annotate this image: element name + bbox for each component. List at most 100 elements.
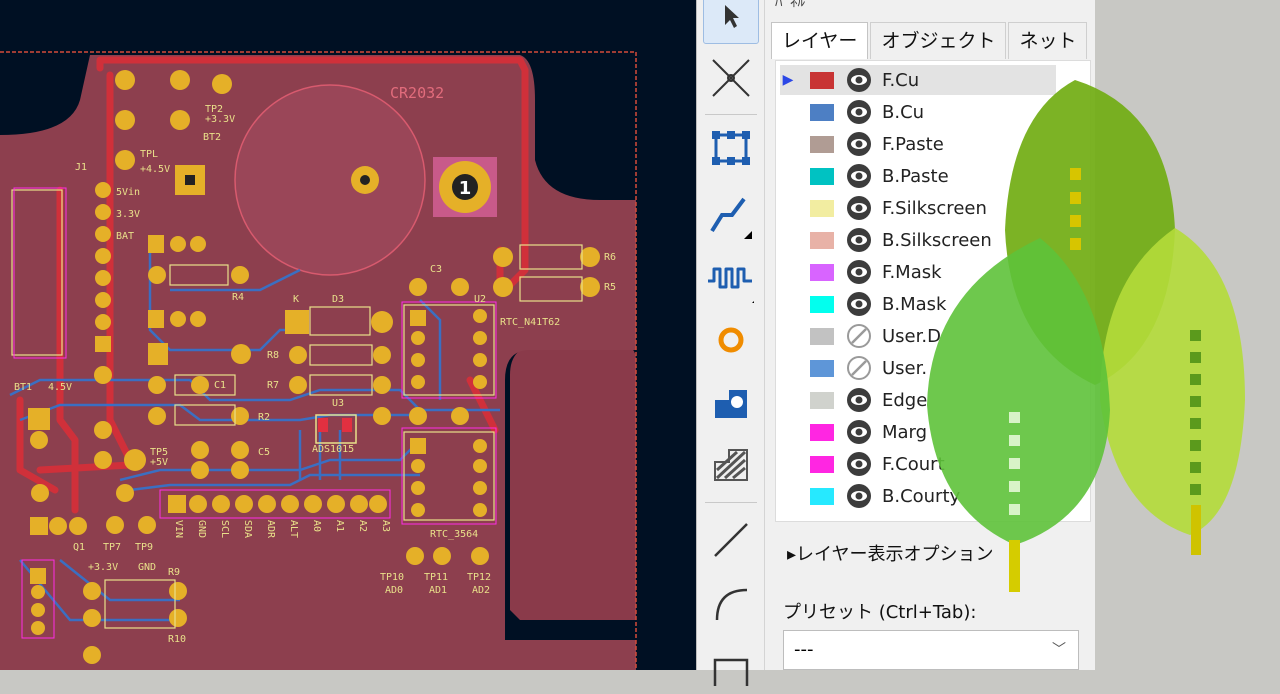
layer-name: F.Cu [882,69,920,91]
pcb-board-drawing[interactable]: CR2032 1 [0,0,696,670]
layer-name: B.Paste [882,165,949,187]
add-footprint-icon[interactable] [703,120,759,176]
chevron-down-icon: ﹀ [1052,642,1066,658]
local-ratsnest-icon[interactable] [703,50,759,106]
header-pin-label: SDA [242,520,253,538]
panel-title: ﾊﾟﾈﾙ [775,0,806,10]
select-arrow-icon[interactable] [703,0,759,44]
layer-color-swatch[interactable] [810,263,834,281]
draw-line-icon[interactable] [703,512,759,568]
layer-color-swatch[interactable] [810,135,834,153]
ad2-label: AD2 [472,585,490,596]
r9-label: R9 [168,567,180,578]
layer-color-swatch[interactable] [810,199,834,217]
layer-color-swatch[interactable] [810,423,834,441]
layer-display-options-toggle[interactable]: ▸レイヤー表示オプション [787,544,994,565]
preset-select[interactable]: --- ﹀ [783,630,1079,670]
layer-row[interactable]: User. [780,353,1056,383]
layer-row[interactable]: ▶F.Cu [780,65,1056,95]
tab-objects[interactable]: オブジェクト [870,22,1007,59]
layer-row[interactable]: B.Courty [780,481,1056,511]
eye-icon[interactable] [846,227,872,253]
layer-color-swatch[interactable] [810,103,834,121]
add-rule-area-icon[interactable] [703,436,759,492]
layer-color-swatch[interactable] [810,359,834,377]
layer-name: User.D [882,325,941,347]
k-label: K [293,294,299,305]
panel-tabs: レイヤー オブジェクト ネット [771,22,1089,60]
layer-row[interactable]: F.Silkscreen [780,193,1056,223]
eye-icon[interactable] [846,163,872,189]
layer-color-swatch[interactable] [810,487,834,505]
layer-color-swatch[interactable] [810,167,834,185]
pcb-canvas[interactable]: CR2032 1 [0,0,696,670]
tab-nets[interactable]: ネット [1008,22,1088,59]
draw-arc-icon[interactable] [703,576,759,632]
layer-color-swatch[interactable] [810,455,834,473]
layer-row[interactable]: Edge [780,385,1056,415]
layer-row[interactable]: B.Paste [780,161,1056,191]
tune-length-icon[interactable] [703,250,759,306]
eye-icon[interactable] [846,419,872,445]
header-pin-label: VIN [173,520,184,538]
c3-label: C3 [430,264,442,275]
tab-layers[interactable]: レイヤー [771,22,869,59]
layer-row[interactable]: F.Paste [780,129,1056,159]
preset-value: --- [794,639,814,660]
rtc2-label: RTC_3564 [430,529,478,540]
eye-icon[interactable] [846,131,872,157]
layer-display-options-label: レイヤー表示オプション [796,544,994,565]
eye-icon[interactable] [846,291,872,317]
layer-color-swatch[interactable] [810,327,834,345]
cr2032-label: CR2032 [390,84,444,102]
layer-row[interactable]: User.D [780,321,1056,351]
layer-color-swatch[interactable] [810,391,834,409]
r2-label: R2 [258,412,270,423]
layer-name: Marg [882,421,928,443]
bat-label: BAT [116,231,134,242]
rtc1-label: RTC_N41T62 [500,317,560,328]
eye-icon[interactable] [846,195,872,221]
layer-color-swatch[interactable] [810,295,834,313]
layer-color-swatch[interactable] [810,71,834,89]
eye-icon[interactable] [846,387,872,413]
draw-rectangle-icon[interactable] [703,638,759,694]
add-via-icon[interactable] [703,312,759,368]
header-pin-label: ADR [265,520,276,539]
layer-row[interactable]: F.Court [780,449,1056,479]
layer-name: F.Silkscreen [882,197,987,219]
eye-icon[interactable] [846,259,872,285]
layer-name: F.Mask [882,261,942,283]
preset-label: プリセット (Ctrl+Tab): [783,602,977,623]
route-track-icon[interactable] [703,186,759,242]
layer-row[interactable]: B.Mask [780,289,1056,319]
layer-color-swatch[interactable] [810,231,834,249]
eye-icon[interactable] [846,99,872,125]
eye-icon[interactable] [846,67,872,93]
tp12-label: TP12 [467,572,491,583]
tp2-voltage: +3.3V [205,114,235,125]
header-pin-label: A1 [334,520,345,532]
eye-icon[interactable] [846,483,872,509]
header-pin-label: SCL [219,520,230,538]
d3-label: D3 [332,294,344,305]
layer-name: B.Courty [882,485,961,507]
header-pin-label: A2 [357,520,368,532]
tp2-label: TP2 [205,104,223,115]
eye-off-icon[interactable] [846,355,872,381]
eye-icon[interactable] [846,451,872,477]
bt1-label: BT1 [14,382,32,393]
eye-off-icon[interactable] [846,323,872,349]
layer-row[interactable]: F.Mask [780,257,1056,287]
ads-label: ADS1015 [312,444,354,455]
layer-row[interactable]: B.Silkscreen [780,225,1056,255]
tp9-label: TP9 [135,542,153,553]
gnd-label: GND [138,562,156,573]
add-zone-icon[interactable] [703,374,759,430]
layer-row[interactable]: B.Cu [780,97,1056,127]
layer-row[interactable]: Marg [780,417,1056,447]
v33-label: 3.3V [116,209,140,220]
r5-label: R5 [604,282,616,293]
